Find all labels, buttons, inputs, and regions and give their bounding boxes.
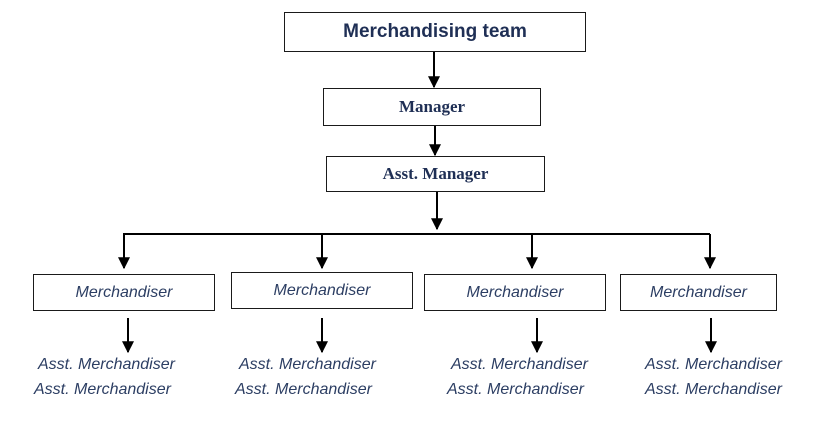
- merchandiser-box-3: Merchandiser: [424, 274, 606, 311]
- manager-box: Manager: [323, 88, 541, 126]
- asst-manager-label: Asst. Manager: [382, 164, 489, 183]
- merchandising-team-box: Merchandising team: [284, 12, 586, 52]
- asst-merchandiser-label: Asst. Merchandiser: [447, 381, 584, 398]
- manager-label: Manager: [398, 97, 466, 116]
- merchandiser-label: Merchandiser: [75, 283, 173, 301]
- asst-merchandiser-label: Asst. Merchandiser: [239, 356, 376, 373]
- merchandiser-box-1: Merchandiser: [33, 274, 215, 311]
- asst-merchandiser-label: Asst. Merchandiser: [451, 356, 588, 373]
- merchandiser-label: Merchandiser: [466, 283, 564, 301]
- merchandiser-box-4: Merchandiser: [620, 274, 777, 311]
- merchandiser-label: Merchandiser: [273, 281, 371, 299]
- asst-merchandiser-label: Asst. Merchandiser: [38, 356, 175, 373]
- asst-merchandiser-label: Asst. Merchandiser: [235, 381, 372, 398]
- merchandiser-box-2: Merchandiser: [231, 272, 413, 309]
- asst-merchandiser-label: Asst. Merchandiser: [645, 356, 782, 373]
- merchandiser-label: Merchandiser: [650, 283, 747, 301]
- asst-manager-box: Asst. Manager: [326, 156, 545, 192]
- asst-merchandiser-label: Asst. Merchandiser: [34, 381, 171, 398]
- asst-merchandiser-label: Asst. Merchandiser: [645, 381, 782, 398]
- merchandising-team-label: Merchandising team: [343, 21, 527, 42]
